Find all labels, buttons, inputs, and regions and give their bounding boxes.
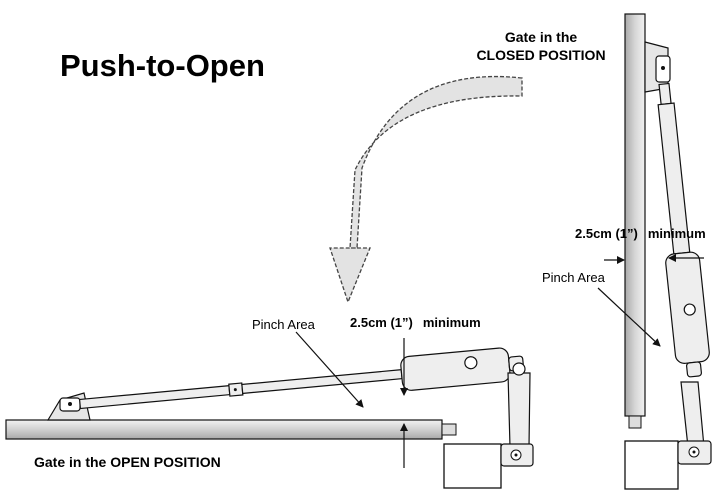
motor-box-closed	[624, 440, 679, 490]
diagram-title: Push-to-Open	[60, 48, 265, 83]
pinch-area-label-bottom: Pinch Area	[252, 317, 316, 332]
open-position-assembly	[5, 331, 534, 489]
closed-position-label-line1: Gate in the	[505, 29, 578, 45]
clearance-label-right: 2.5cm (1”)minimum	[575, 226, 706, 241]
open-position-label: Gate in the OPEN POSITION	[34, 454, 221, 470]
actuator-closed	[657, 82, 710, 378]
closed-position-label-line2: CLOSED POSITION	[476, 47, 605, 63]
closed-position-assembly	[597, 13, 712, 490]
motor-box-open	[443, 443, 502, 489]
pinch-area-label-right: Pinch Area	[542, 270, 606, 285]
actuator-open	[78, 347, 525, 410]
swing-direction-arrow	[329, 75, 523, 304]
gate-pipe-open	[5, 419, 443, 440]
clearance-label-bottom: 2.5cm (1”)minimum	[350, 315, 481, 330]
gate-pipe-closed	[624, 13, 646, 417]
